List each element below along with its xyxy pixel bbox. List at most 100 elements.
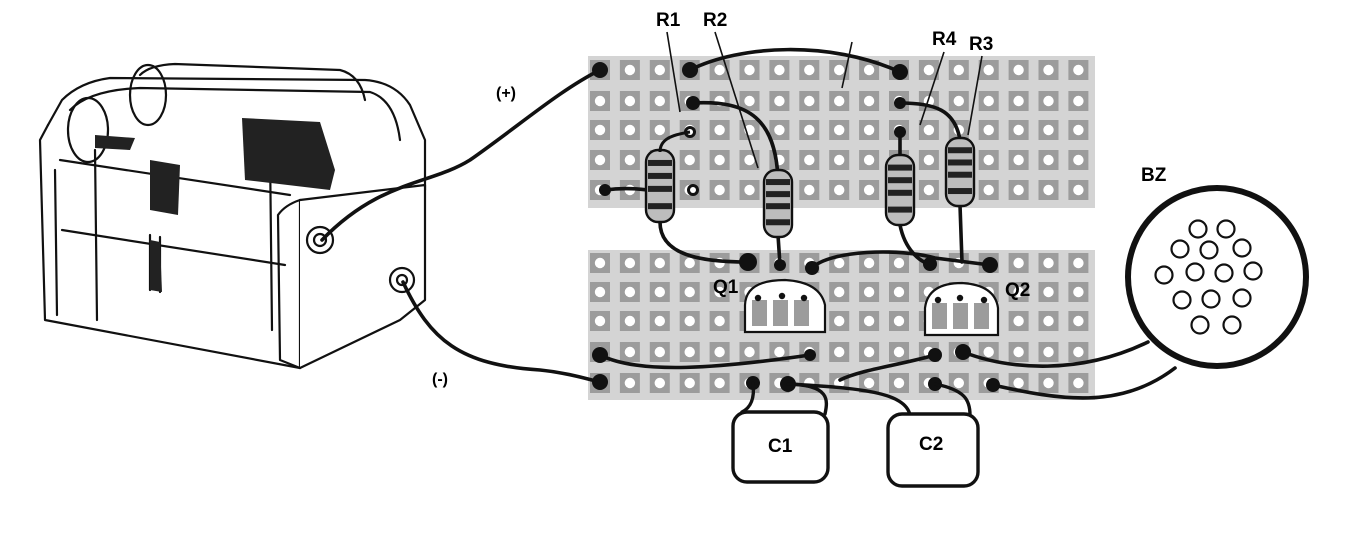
transistor-q2 <box>923 281 1000 337</box>
pad-hole <box>834 154 845 166</box>
pad-hole <box>594 95 606 107</box>
buzzer-hole <box>1216 219 1236 239</box>
wire-r1-bottom <box>658 220 750 264</box>
pad-hole <box>1013 64 1024 76</box>
pad-hole <box>684 257 695 269</box>
pad-hole <box>774 95 785 107</box>
pad-hole <box>1043 315 1054 327</box>
label-positive: (+) <box>496 85 516 102</box>
pad-hole <box>1013 315 1024 327</box>
solder-point <box>923 257 937 271</box>
pad-hole <box>744 95 755 107</box>
pad-hole <box>774 124 785 136</box>
pad-hole <box>863 124 875 136</box>
transistor-q1 <box>743 278 827 334</box>
label-q2: Q2 <box>1005 280 1030 301</box>
pad-hole <box>714 124 725 136</box>
pad-hole <box>684 346 695 358</box>
pad-hole <box>714 377 725 389</box>
pad-hole <box>923 154 935 166</box>
solder-point <box>892 64 908 80</box>
pad-hole <box>744 64 755 76</box>
pad-hole <box>714 154 725 166</box>
wire-positive <box>320 68 602 242</box>
solder-points <box>592 62 1000 392</box>
resistor-r1 <box>644 148 676 224</box>
solder-point <box>592 62 608 78</box>
label-negative: (-) <box>432 371 448 388</box>
pad-hole <box>1013 124 1024 136</box>
pad-hole <box>1043 286 1054 298</box>
pad-hole <box>684 315 695 327</box>
buzzer-hole <box>1201 289 1221 309</box>
pad-hole <box>863 346 875 358</box>
pad-hole <box>804 95 815 107</box>
pad-hole <box>893 315 905 327</box>
solder-point <box>774 259 786 271</box>
pad-hole <box>834 257 845 269</box>
pad-hole <box>654 257 665 269</box>
buzzer-hole <box>1222 315 1242 335</box>
solder-point <box>955 344 971 360</box>
pad-hole <box>863 315 875 327</box>
pad-hole <box>654 377 665 389</box>
resistor-r2 <box>762 168 794 239</box>
pad-hole <box>863 377 875 389</box>
pad-hole <box>834 315 845 327</box>
pad-hole <box>1073 377 1084 389</box>
resistor-r3 <box>944 136 976 208</box>
pad-hole <box>834 286 845 298</box>
pad-hole <box>1013 346 1024 358</box>
pad-hole <box>594 315 606 327</box>
pad-hole <box>624 286 636 298</box>
pad-hole <box>983 346 994 358</box>
pad-hole <box>624 315 636 327</box>
pad-hole <box>1013 95 1024 107</box>
resistors <box>644 130 976 239</box>
pad-hole <box>834 95 845 107</box>
pad-hole <box>654 95 665 107</box>
solder-point <box>592 374 608 390</box>
battery-terminals <box>305 225 416 294</box>
pad-hole <box>983 184 994 196</box>
pad-hole <box>863 95 875 107</box>
wire-q-cross <box>838 353 937 382</box>
solder-point <box>682 62 698 78</box>
buzzer-hole <box>1214 263 1234 283</box>
pad-hole <box>594 154 606 166</box>
label-r3: R3 <box>969 34 993 55</box>
wire-rail-top <box>688 47 902 74</box>
pad-hole <box>1043 64 1054 76</box>
solder-point <box>986 378 1000 392</box>
pad-hole <box>923 64 935 76</box>
pad-hole <box>714 184 725 196</box>
pad-hole <box>1073 95 1084 107</box>
buzzer-hole <box>1190 315 1210 335</box>
buzzer-hole <box>1172 290 1192 310</box>
buzzer-hole <box>1154 265 1174 285</box>
pad-hole <box>863 286 875 298</box>
label-q1: Q1 <box>713 277 739 298</box>
wire-r4-top <box>898 101 962 142</box>
pad-hole <box>863 257 875 269</box>
solder-point <box>928 348 942 362</box>
wire-r3-bottom <box>958 203 964 264</box>
label-r4: R4 <box>932 29 957 50</box>
label-bz: BZ <box>1141 165 1167 186</box>
pad-hole <box>744 154 755 166</box>
capacitor-c1 <box>731 381 830 484</box>
pad-hole <box>983 95 994 107</box>
pad-hole <box>834 346 845 358</box>
solder-point <box>805 261 819 275</box>
pad-hole <box>1043 95 1054 107</box>
pad-hole <box>1013 377 1024 389</box>
solder-point <box>739 253 757 271</box>
pad-hole <box>624 154 636 166</box>
solder-point <box>894 97 906 109</box>
label-c2: C2 <box>919 434 943 455</box>
capacitor-c2 <box>786 382 980 488</box>
pad-hole <box>983 124 994 136</box>
pad-hole <box>893 286 905 298</box>
pad-hole <box>804 124 815 136</box>
